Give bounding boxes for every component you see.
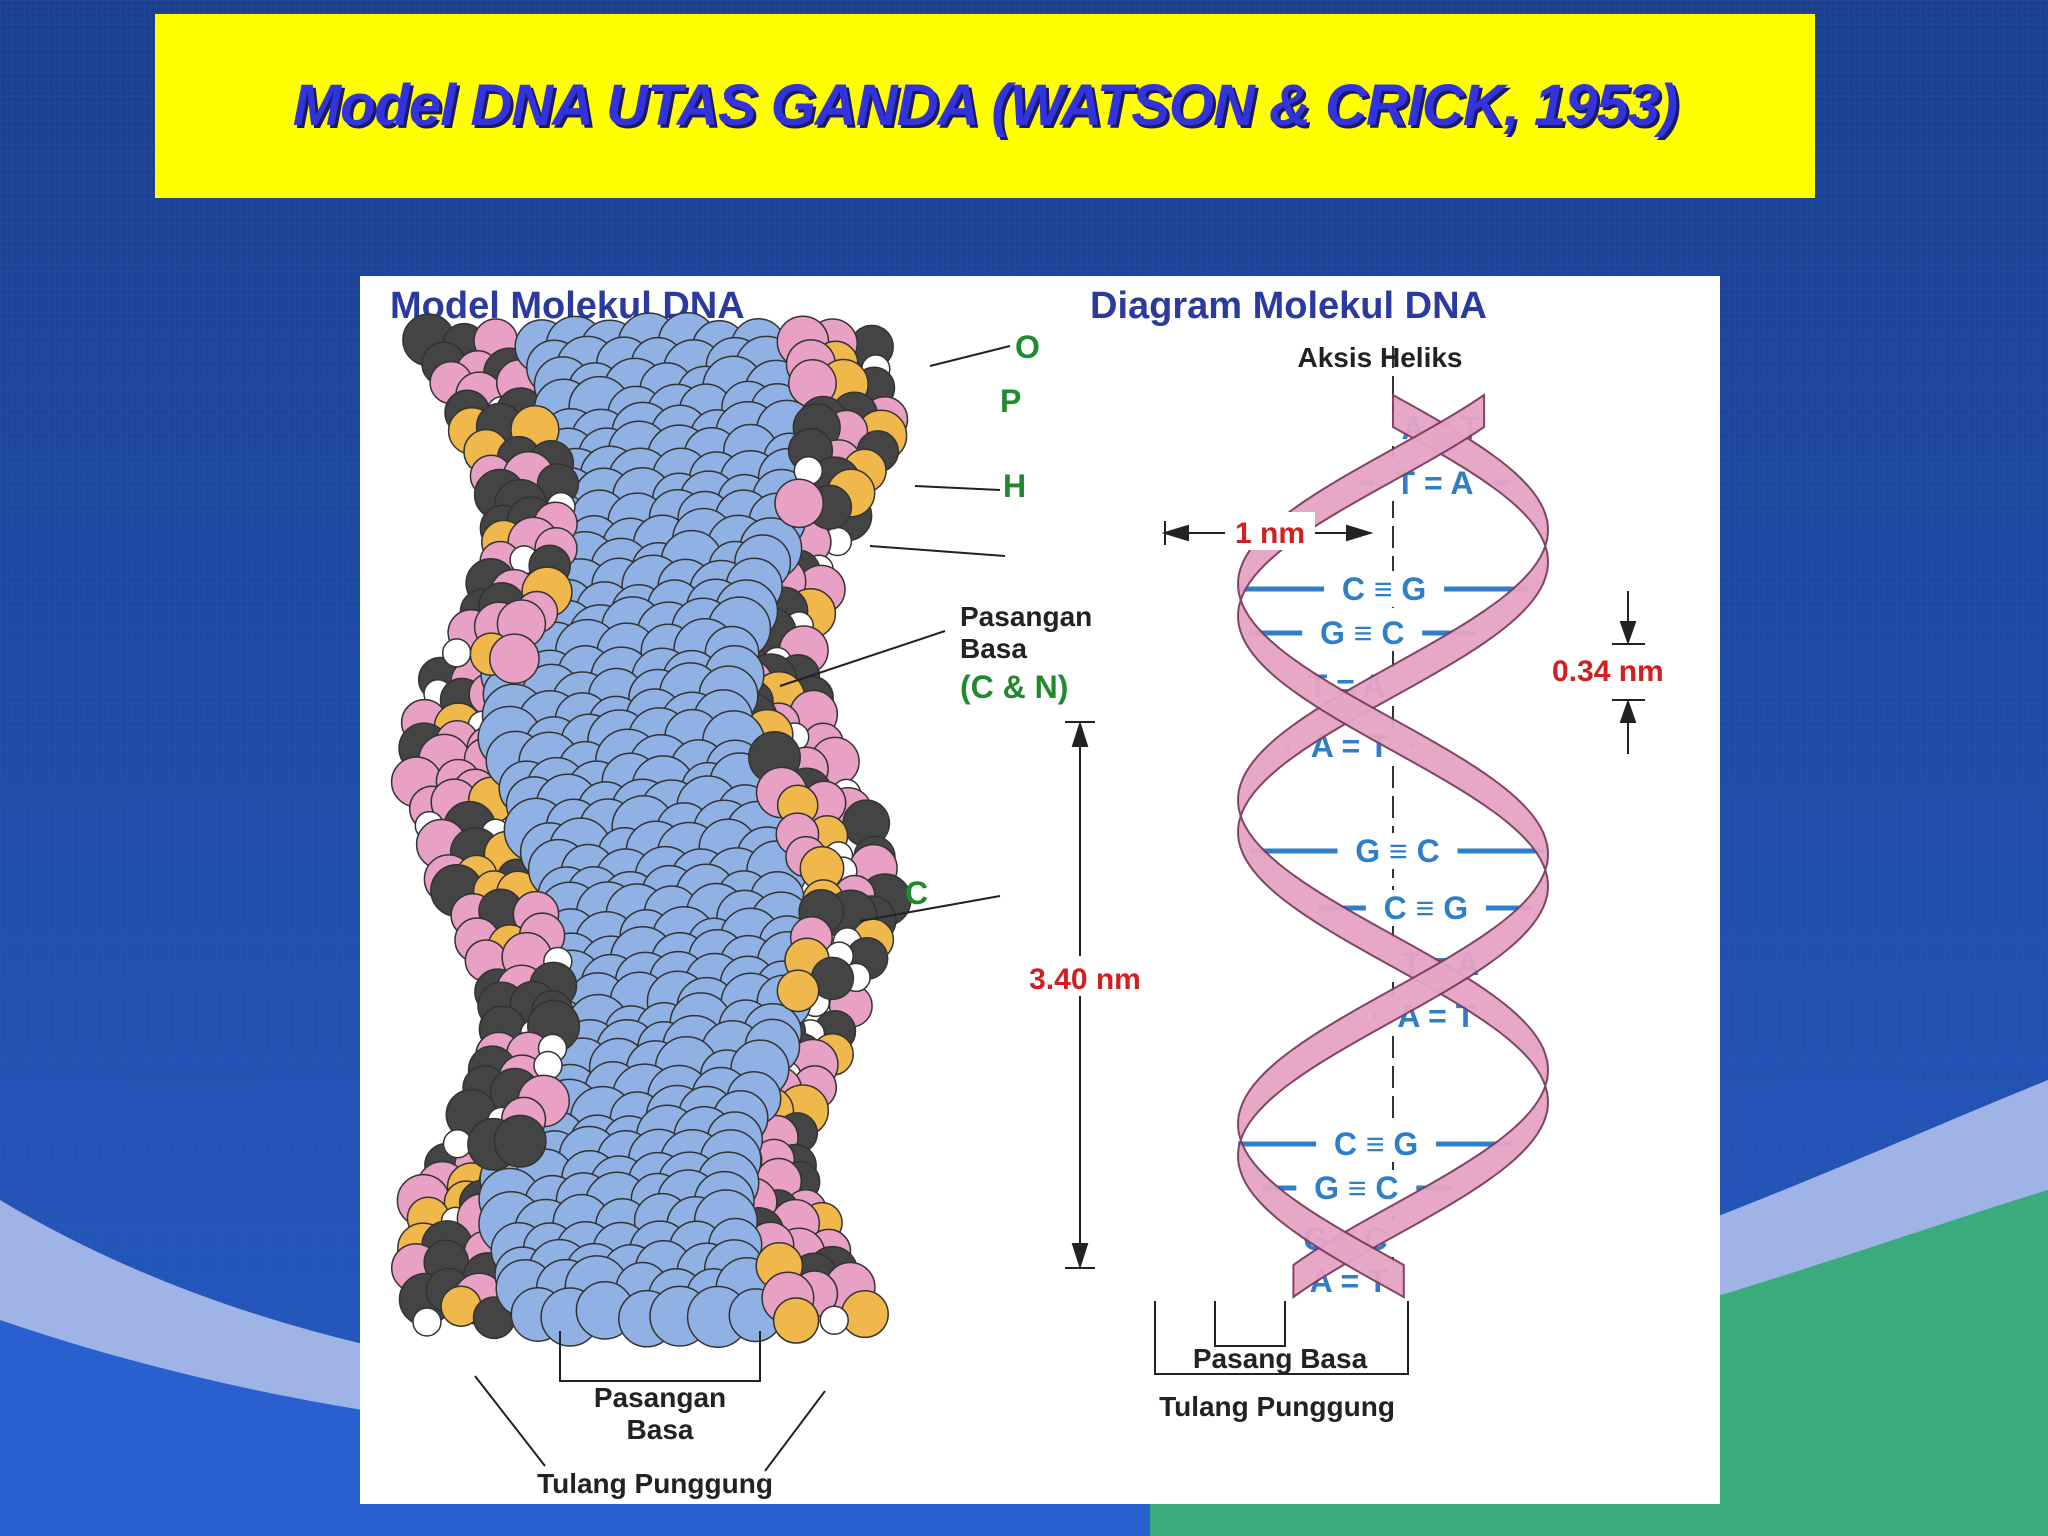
atom-sphere [772, 1297, 820, 1344]
atom-sphere [840, 1290, 889, 1339]
dna-figure: Model Molekul DNA Diagram Molekul DNA O … [360, 276, 1720, 1504]
base-pair-label: C ≡ G [1342, 571, 1426, 607]
diagram-heading: Diagram Molekul DNA [1090, 285, 1487, 327]
atom-sphere [774, 478, 824, 529]
double-helix-ribbons [1237, 393, 1549, 1299]
base-pair-label-line2: Basa [960, 633, 1027, 664]
base-pair-label: G ≡ C [1355, 833, 1439, 869]
atom-sphere [489, 633, 540, 685]
atom-label-lines [779, 345, 1011, 922]
atom-sphere [776, 969, 820, 1013]
base-pair-atoms-label: (C & N) [960, 669, 1068, 705]
base-pair-label: C ≡ G [1384, 890, 1468, 926]
helix-strand-2 [1237, 393, 1549, 1299]
atom-sphere [493, 1114, 547, 1168]
atom-sphere [819, 1305, 849, 1335]
base-pair-label: C ≡ G [1334, 1126, 1418, 1162]
rise-label: 0.34 nm [1552, 655, 1664, 688]
pitch-label-bg [1000, 956, 1160, 996]
rise-dimension [1612, 591, 1645, 754]
hydrogen-label: H [1003, 468, 1026, 504]
left-backbone-label: Tulang Punggung [537, 1468, 773, 1499]
atom-sphere [441, 638, 472, 668]
dna-figure-svg: Model Molekul DNA Diagram Molekul DNA O … [390, 285, 1664, 1499]
atom-sphere [412, 1307, 442, 1337]
right-backbone-label: Tulang Punggung [1159, 1391, 1395, 1422]
pitch-label: 3.40 nm [1029, 963, 1141, 996]
space-filling-model [390, 312, 912, 1349]
oxygen-label: O [1015, 329, 1040, 365]
carbon-label: C [905, 875, 928, 911]
width-label-bg [1225, 512, 1315, 550]
slide-title: Model DNA UTAS GANDA (WATSON & CRICK, 19… [292, 73, 1679, 138]
title-banner: Model DNA UTAS GANDA (WATSON & CRICK, 19… [155, 14, 1815, 198]
width-label: 1 nm [1235, 517, 1305, 550]
left-bracket-lines [474, 1331, 826, 1472]
pasang-basa-label: Pasang Basa [1193, 1343, 1368, 1374]
base-pair-label: G ≡ C [1320, 615, 1404, 651]
bottom-base-pair-line2: Basa [627, 1414, 694, 1445]
base-pair-label: G ≡ C [1314, 1170, 1398, 1206]
right-bracket-lines [1154, 1301, 1409, 1375]
bottom-base-pair-line1: Pasangan [594, 1382, 726, 1413]
phosphorus-label: P [1000, 383, 1021, 419]
base-pair-label-line1: Pasangan [960, 601, 1092, 632]
axis-label: Aksis Heliks [1298, 342, 1463, 373]
